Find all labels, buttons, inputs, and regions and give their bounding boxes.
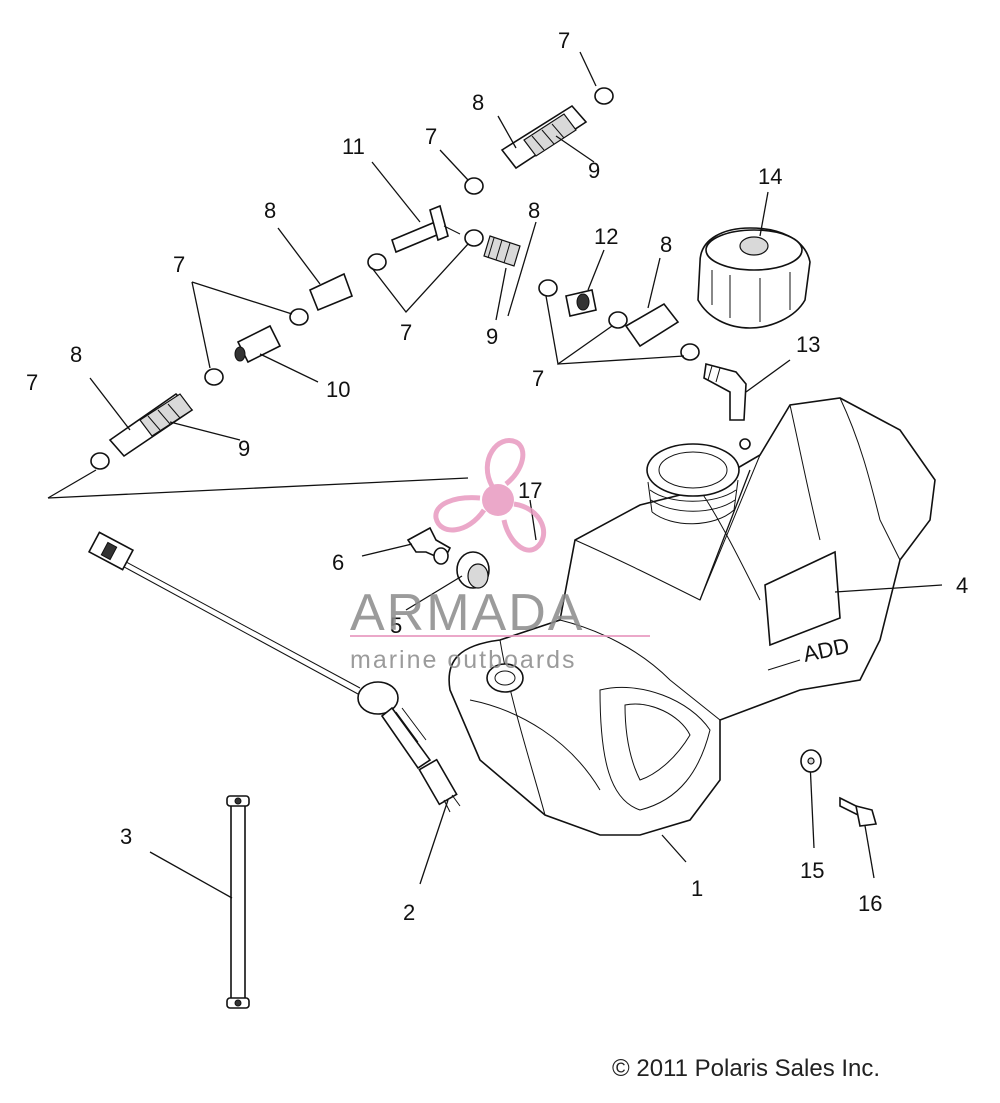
callout-5: 5 [390, 613, 402, 638]
callout-4: 4 [956, 573, 968, 598]
callout-8b: 8 [264, 198, 276, 223]
callout-9a: 9 [238, 436, 250, 461]
watermark-brand: ARMADA [350, 584, 584, 642]
callout-8c: 8 [472, 90, 484, 115]
watermark-tagline: marine outboards [350, 646, 577, 674]
fuel-tank: ADD [448, 397, 936, 836]
leader-lines [47, 51, 943, 899]
callout-3: 3 [120, 824, 132, 849]
callout-9b: 9 [588, 158, 600, 183]
callout-11: 11 [342, 134, 365, 159]
check-valve [565, 289, 597, 317]
callout-numbers: 1 2 3 4 5 6 7 7 7 7 7 7 8 8 8 8 8 9 9 9 … [26, 28, 968, 925]
callout-13: 13 [796, 332, 820, 357]
callout-2: 2 [403, 900, 415, 925]
copyright-text: © 2011 Polaris Sales Inc. [612, 1055, 880, 1082]
callout-7c: 7 [400, 320, 412, 345]
callout-9c: 9 [486, 324, 498, 349]
callout-7f: 7 [558, 28, 570, 53]
callout-6: 6 [332, 550, 344, 575]
callout-8e: 8 [660, 232, 672, 257]
callout-10: 10 [326, 377, 350, 402]
propeller-hub [482, 484, 514, 516]
vent-elbow [703, 362, 747, 421]
watermark: ARMADA marine outboards [350, 438, 650, 674]
callout-14: 14 [758, 164, 782, 189]
grommet [456, 551, 490, 589]
callout-7d: 7 [532, 366, 544, 391]
fuel-filter [234, 324, 282, 364]
callout-17: 17 [518, 478, 542, 503]
callout-16: 16 [858, 891, 882, 916]
callout-8d: 8 [528, 198, 540, 223]
tank-strap [226, 795, 250, 1009]
callout-12: 12 [594, 224, 618, 249]
elbow-fitting [406, 526, 452, 565]
hose-sleeves [139, 113, 577, 437]
propeller-blade [501, 501, 547, 553]
callout-7b: 7 [173, 252, 185, 277]
propeller-logo-icon [433, 438, 547, 553]
fuel-sender [87, 531, 461, 813]
hose-clamps [90, 87, 700, 470]
callout-1: 1 [691, 876, 703, 901]
callout-15: 15 [800, 858, 824, 883]
propeller-blade [484, 438, 526, 488]
callout-7e: 7 [425, 124, 437, 149]
washer [800, 749, 822, 773]
fuel-cap [697, 227, 811, 329]
propeller-blade [433, 495, 487, 533]
callout-7a: 7 [26, 370, 38, 395]
tee-fitting [391, 204, 461, 254]
bolt [839, 796, 878, 827]
callout-8a: 8 [70, 342, 82, 367]
